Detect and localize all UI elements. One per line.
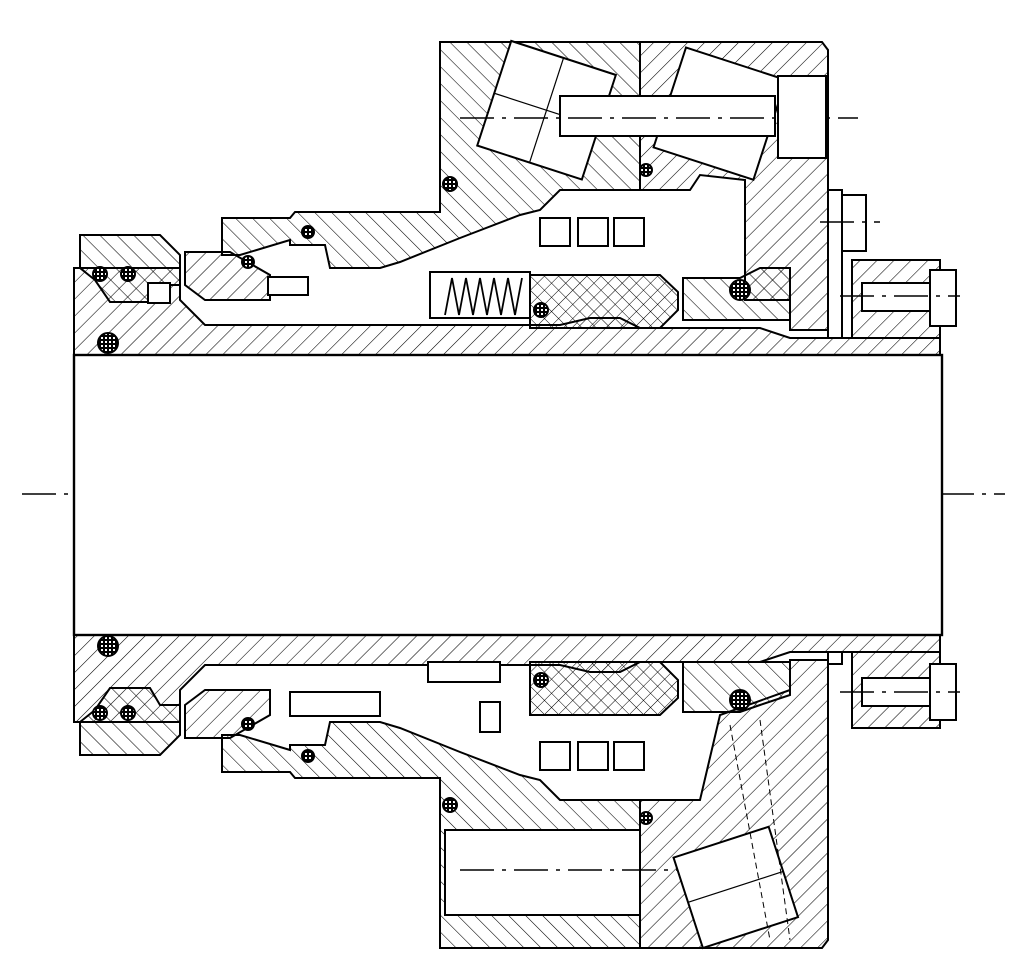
oring-lower-5	[442, 797, 458, 813]
drive-collar-upper	[184, 251, 271, 301]
upper-half	[73, 39, 957, 356]
seal-ring-lower-b	[577, 741, 609, 771]
seal-ring-upper-a	[539, 217, 571, 247]
flange-nut-upper	[929, 269, 957, 327]
seal-ring-lower-c	[613, 741, 645, 771]
oring-lower-9	[301, 749, 315, 763]
oring-upper-7	[533, 302, 549, 318]
oring-upper-6	[729, 279, 751, 301]
seal-ring-lower-a	[539, 741, 571, 771]
seal-ring-upper-c	[613, 217, 645, 247]
oring-upper-9	[301, 225, 315, 239]
oring-lower-8	[639, 811, 653, 825]
oring-lower-4	[241, 717, 255, 731]
stationary-seat-lower	[682, 661, 791, 713]
bearing-lower	[672, 825, 800, 950]
oring-upper-1	[97, 332, 119, 354]
retainer-lower	[427, 661, 501, 683]
bore-insert-lower	[444, 829, 641, 916]
housing-bolt-upper	[559, 95, 776, 137]
drive-collar-lower	[184, 689, 271, 739]
oring-upper-3	[120, 266, 136, 282]
carbon-ring-lower	[529, 661, 679, 716]
bolt-head-upper	[777, 75, 827, 159]
oring-lower-3	[120, 705, 136, 721]
oring-lower-1	[97, 635, 119, 657]
oring-lower-6	[729, 689, 751, 711]
drive-pin-upper	[267, 276, 309, 296]
collar-setscrew-upper	[147, 282, 171, 304]
drive-pin-lower	[289, 691, 381, 717]
oring-lower-2	[92, 705, 108, 721]
left-collar-lower	[79, 687, 181, 756]
flange-bolt-upper	[861, 282, 931, 312]
oring-upper-4	[241, 255, 255, 269]
seal-ring-upper-b	[577, 217, 609, 247]
spring-upper	[444, 277, 523, 316]
pin-lower	[479, 701, 501, 733]
shaft-bore	[72, 353, 944, 637]
oring-upper-5	[442, 176, 458, 192]
carbon-ring-upper	[529, 274, 679, 329]
oring-upper-8	[639, 163, 653, 177]
oring-lower-7	[533, 672, 549, 688]
end-plate	[827, 189, 843, 339]
end-plate-lower	[827, 651, 843, 665]
lower-half	[73, 634, 957, 950]
oring-upper-2	[92, 266, 108, 282]
